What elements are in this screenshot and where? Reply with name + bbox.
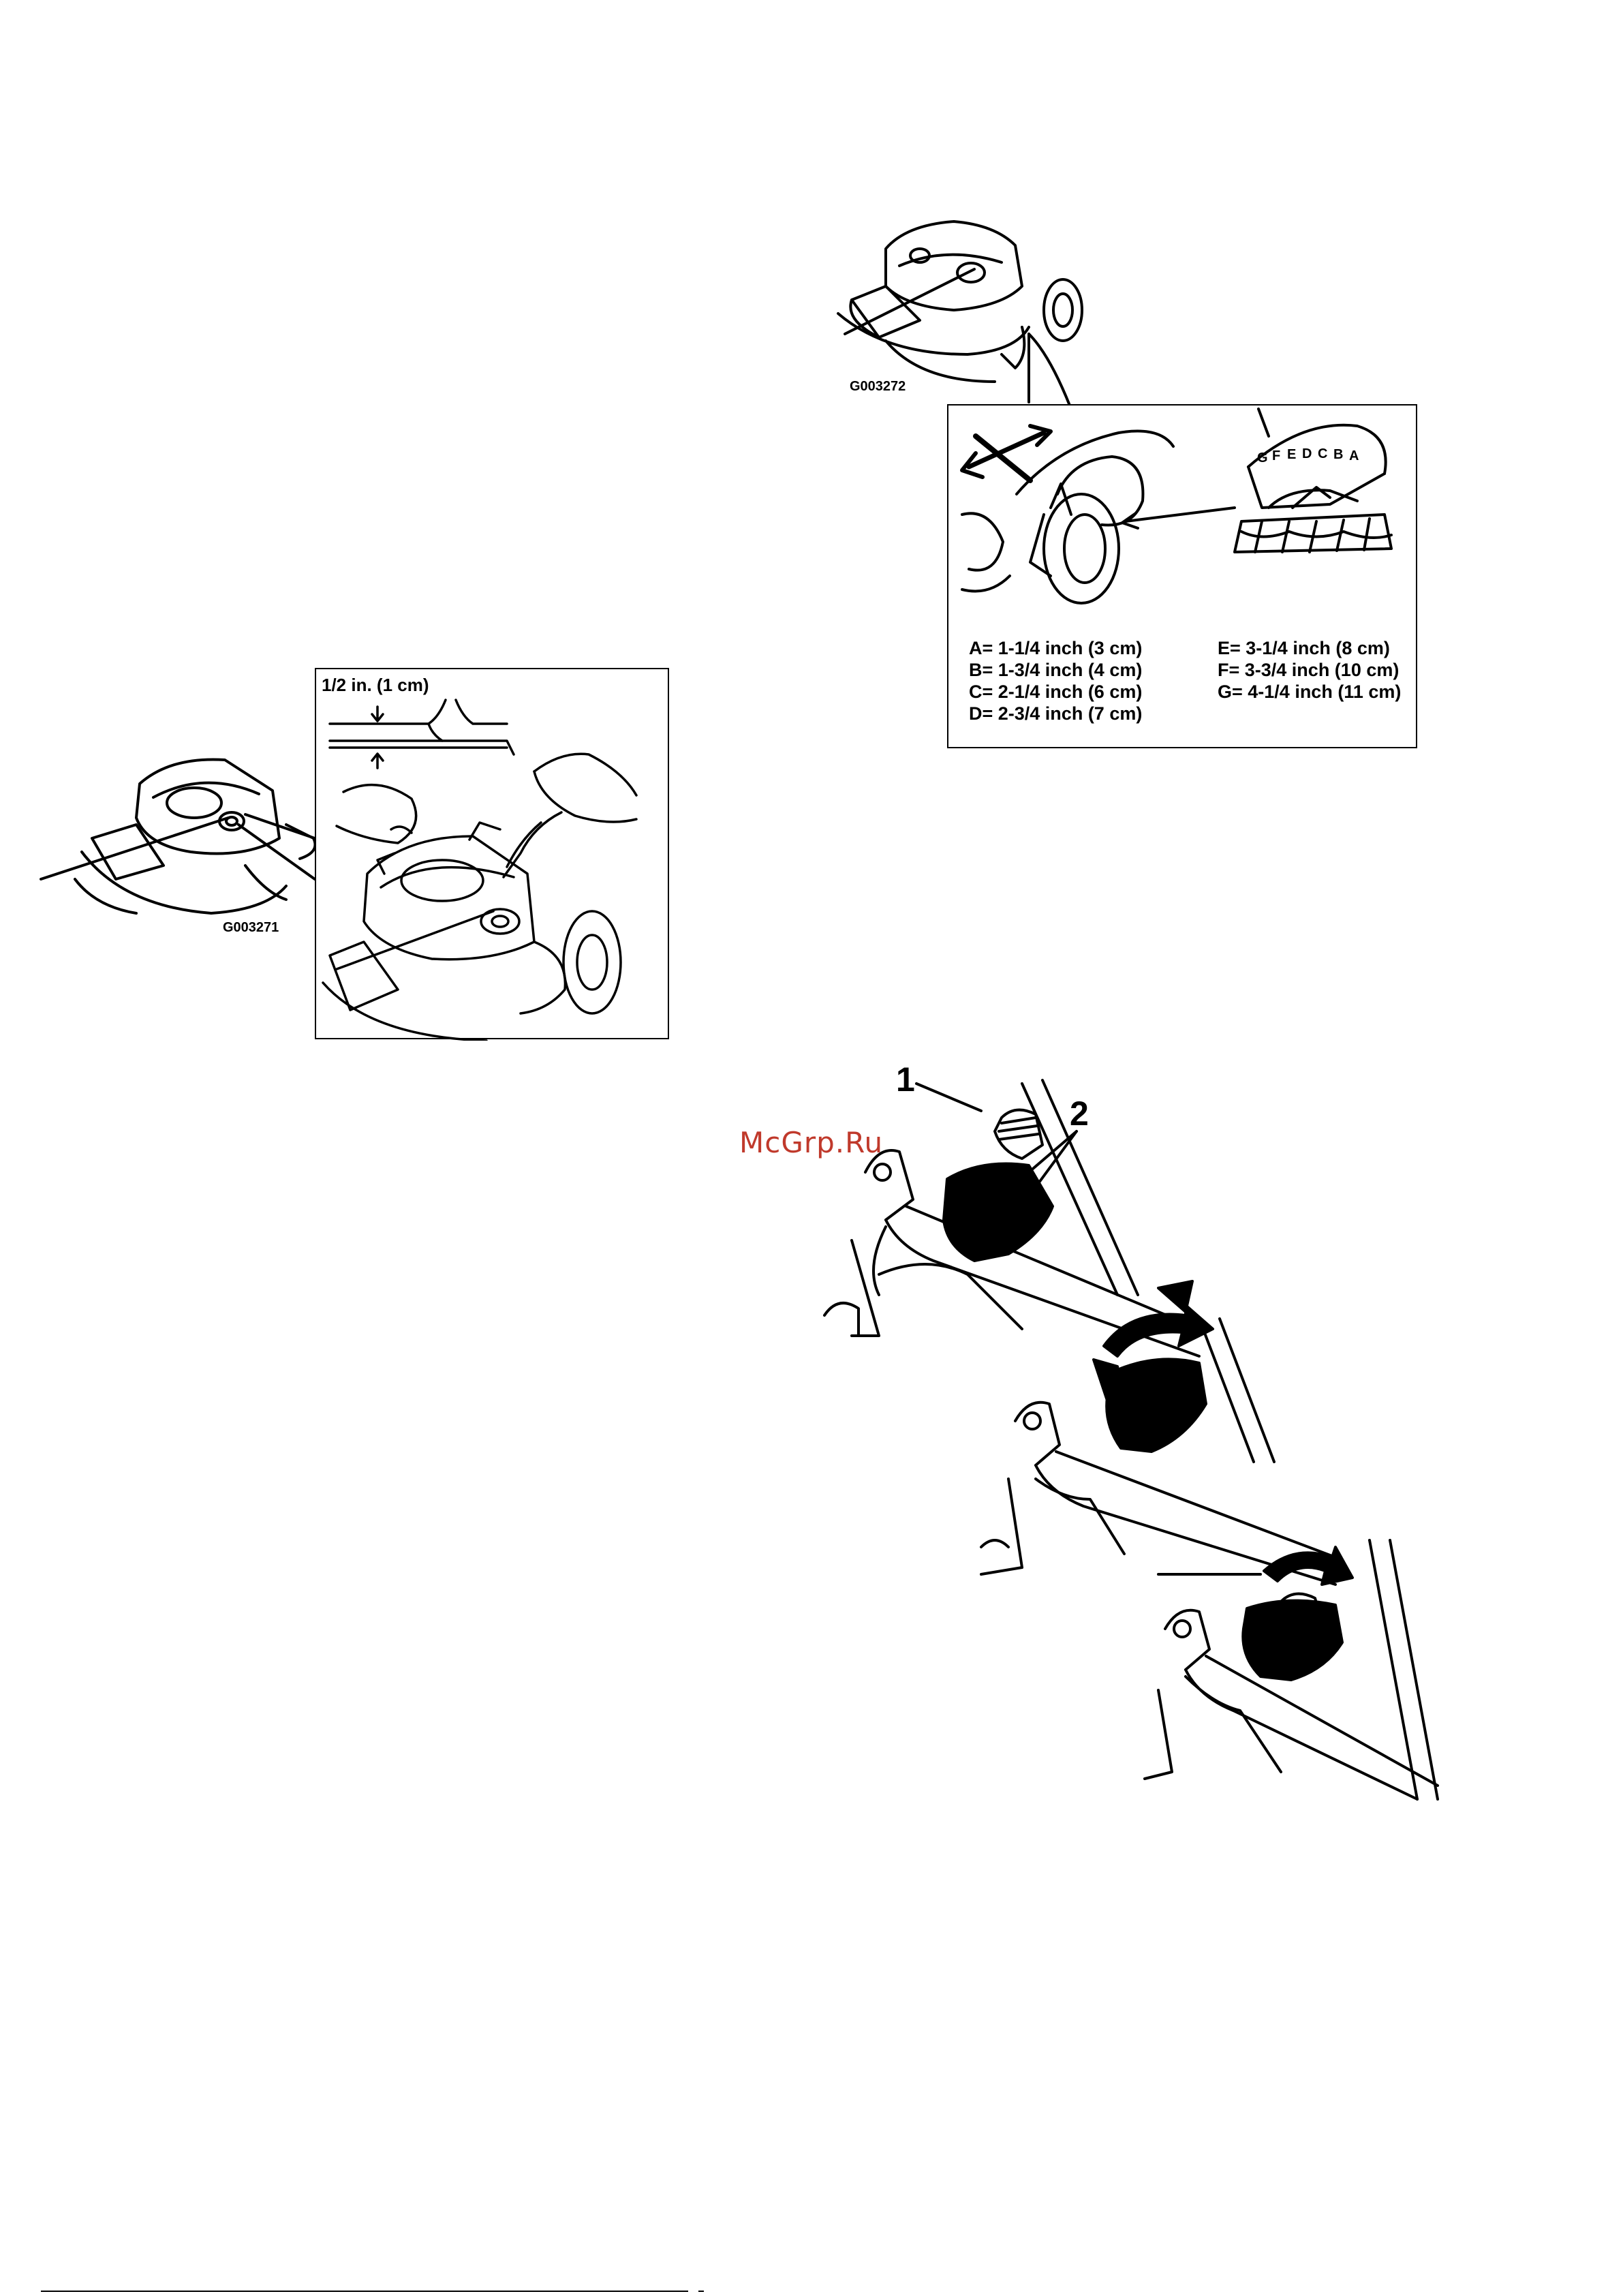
footer-divider: [41, 2291, 688, 2292]
footer-divider-tick: [698, 2291, 704, 2292]
